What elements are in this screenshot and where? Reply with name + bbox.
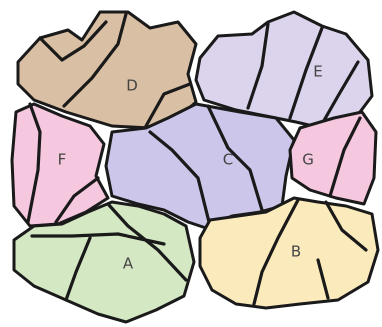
- region-f: F: [12, 104, 108, 226]
- region-c-label: C: [223, 151, 233, 169]
- region-f-label: F: [58, 151, 67, 169]
- region-b-label: B: [291, 243, 301, 261]
- region-g: G: [290, 112, 376, 204]
- region-e-label: E: [313, 63, 322, 81]
- region-d-label: D: [126, 77, 138, 95]
- region-g-label: G: [302, 151, 314, 169]
- region-a-label: A: [123, 255, 134, 273]
